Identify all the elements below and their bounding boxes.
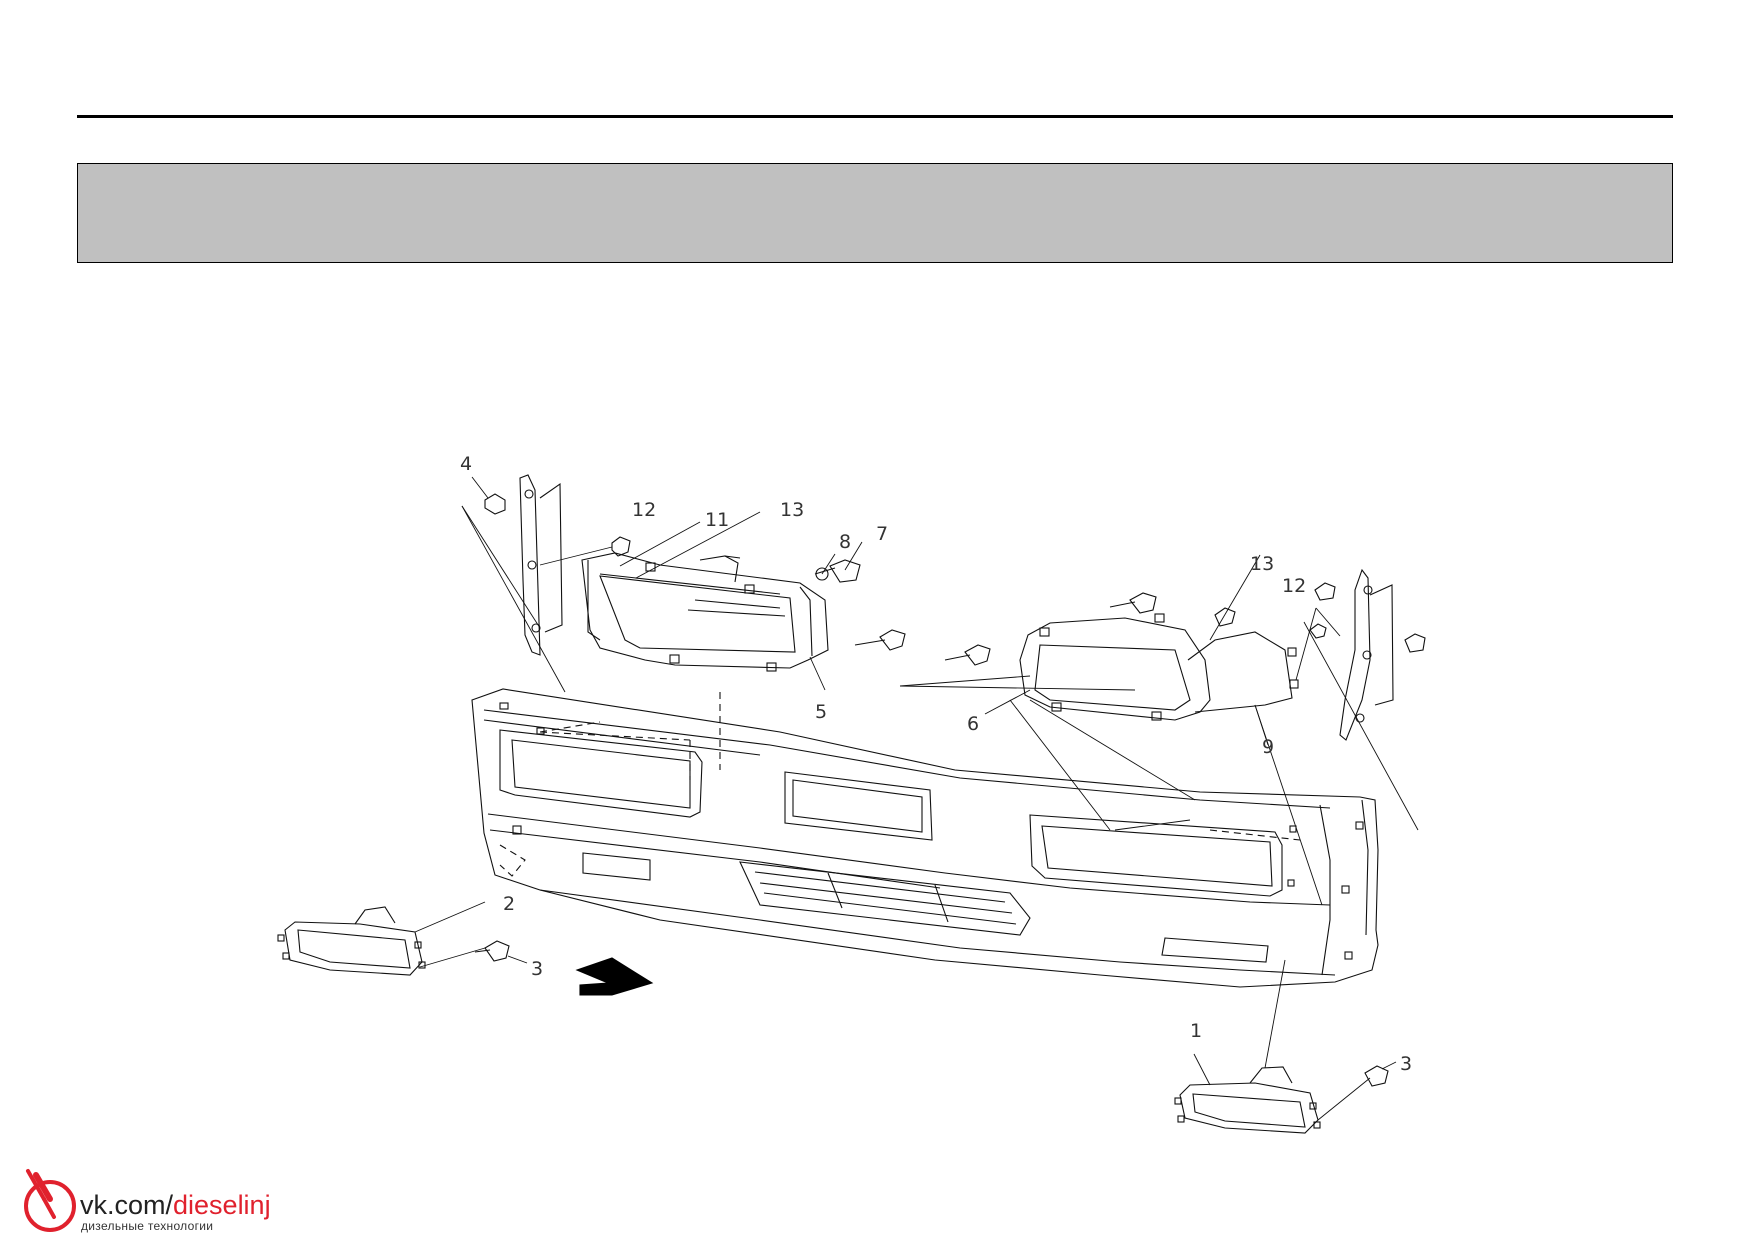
left-bracket [519,474,563,656]
left-headlamp [581,552,829,672]
bumper [471,688,1379,988]
front-direction-arrow [575,957,654,996]
right-fog-lamp [1174,1066,1321,1134]
right-bracket [1339,568,1394,741]
watermark-link[interactable]: vk.com/dieselinj [80,1190,271,1221]
callout-13-right: 13 [1250,553,1274,575]
left-fog-lamp [277,906,426,976]
fuel-injector-icon [24,1169,76,1232]
right-headlamp [1019,613,1299,721]
callout-3-right: 3 [1400,1053,1412,1075]
callout-3-left: 3 [531,958,543,980]
callout-8: 8 [839,531,851,553]
watermark-subtitle: дизельные технологии [81,1219,214,1233]
watermark-accent: dieselinj [173,1190,271,1220]
callout-5: 5 [815,701,827,723]
callout-12-left: 12 [632,499,656,521]
hidden-lines [499,692,1301,877]
leader-lines [414,476,1419,1121]
callout-11: 11 [705,509,729,531]
callout-2: 2 [503,893,515,915]
watermark-prefix: vk.com/ [80,1190,174,1220]
callout-4: 4 [460,453,472,475]
callout-6: 6 [967,713,979,735]
top-rule [77,115,1673,118]
callout-13-left: 13 [780,499,804,521]
callout-12-right: 12 [1282,575,1306,597]
callout-9: 9 [1262,736,1274,758]
callout-labels: 4 12 11 13 8 7 5 6 13 12 9 2 3 1 3 [460,453,1412,1075]
header-band [77,163,1673,263]
callout-7: 7 [876,523,888,545]
callout-1: 1 [1190,1020,1202,1042]
